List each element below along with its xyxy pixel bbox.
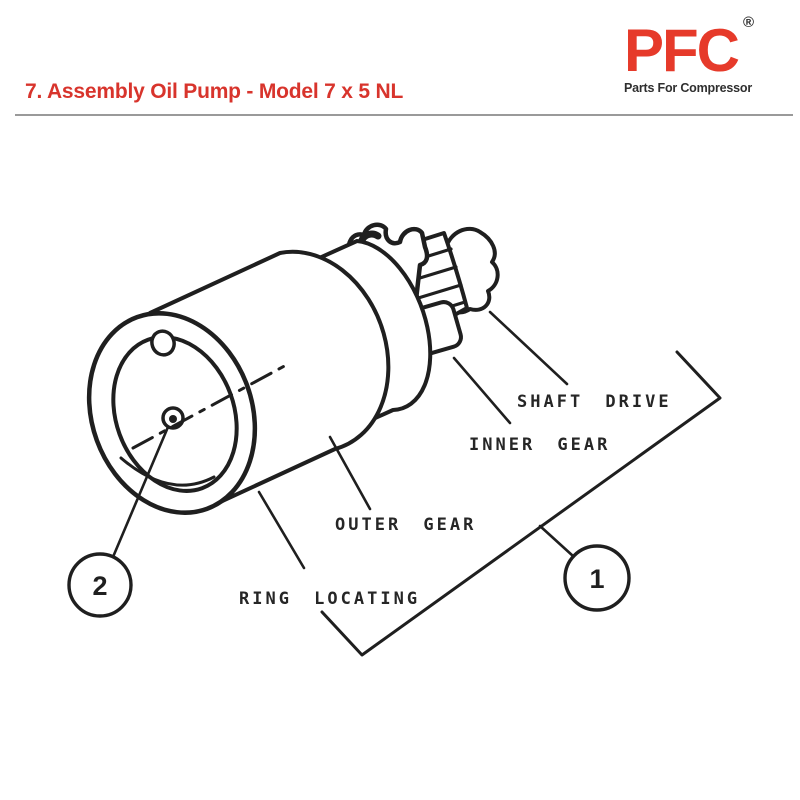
leader-line-callout-2	[111, 425, 170, 559]
page-title: 7. Assembly Oil Pump - Model 7 x 5 NL	[25, 80, 404, 103]
centerline	[131, 361, 292, 450]
label-inner-gear: INNER GEAR	[469, 435, 610, 455]
leader-line-callout-1	[538, 524, 575, 558]
ring-locating-part	[86, 249, 391, 515]
callout-circle-1	[563, 544, 631, 612]
oil-pump-diagram: SHAFT DRIVE INNER GEAR OUTER GEAR RING L…	[67, 222, 722, 657]
callout-number-2: 2	[92, 571, 107, 601]
label-shaft-drive: SHAFT DRIVE	[517, 392, 672, 412]
ring-bore-depth-line	[119, 456, 216, 487]
callout-number-1: 1	[589, 564, 604, 594]
leader-line-inner-gear	[452, 356, 512, 425]
leader-lines	[111, 310, 575, 570]
callout-1: 1	[563, 544, 631, 612]
divider-line	[15, 114, 793, 116]
label-outer-gear: OUTER GEAR	[335, 515, 476, 535]
part-labels: SHAFT DRIVE INNER GEAR OUTER GEAR RING L…	[239, 392, 672, 609]
registered-trademark-icon: ®	[742, 14, 754, 31]
pfc-logo-tagline: Parts For Compressor	[624, 81, 752, 95]
callout-circle-2	[67, 552, 133, 618]
ring-hub-dot	[169, 415, 177, 423]
label-ring-locating: RING LOCATING	[239, 589, 420, 609]
leader-line-ring-locating	[257, 490, 306, 570]
leader-line-outer-gear	[328, 435, 372, 511]
pfc-logo: PFC® Parts For Compressor	[624, 14, 776, 95]
callout-2: 2	[67, 552, 133, 618]
pfc-logo-text: PFC®	[624, 14, 754, 84]
assembly-bracket-line	[320, 350, 722, 657]
leader-line-shaft-drive	[488, 310, 569, 386]
ring-rim-hole	[150, 329, 176, 357]
